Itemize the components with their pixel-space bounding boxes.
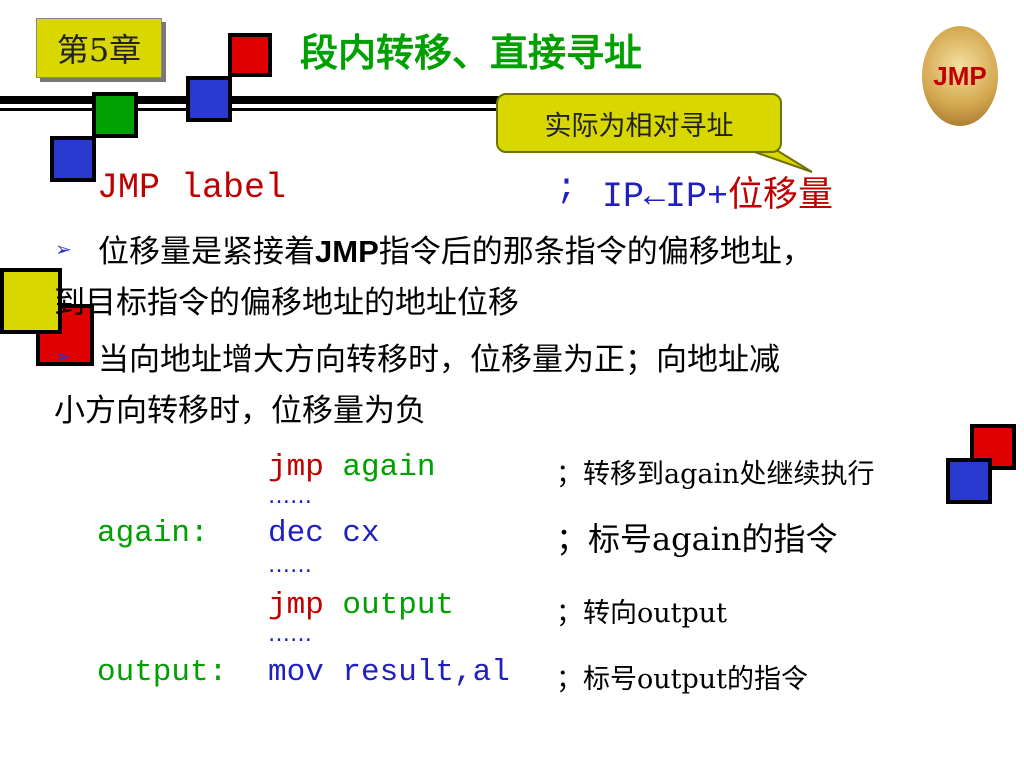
code-row-3: jmp output — [268, 588, 455, 623]
callout-bubble: 实际为相对寻址 — [496, 93, 782, 153]
chapter-label: 第5章 — [36, 18, 162, 78]
code-comment-3: ；转向output — [556, 598, 728, 629]
header-rule — [0, 96, 660, 104]
decor-square-green — [92, 92, 138, 138]
code-comment-1: ；转移到again处继续执行 — [556, 459, 875, 490]
decor-square-blue — [946, 458, 992, 504]
decor-square-blue — [50, 136, 96, 182]
code-comment-4: ；标号output的指令 — [556, 664, 809, 695]
code-ellipsis: …… — [268, 622, 312, 647]
slide-title: 段内转移、直接寻址 — [300, 31, 643, 75]
syntax-expression: IP←IP+位移量 — [602, 175, 834, 217]
bullet-2-line-1: 当向地址增大方向转移时，位移量为正；向地址减 — [98, 342, 780, 378]
code-label-output: output: — [97, 655, 228, 690]
bullet-2-line-2: 小方向转移时，位移量为负 — [54, 393, 426, 429]
code-row-1: jmp again — [268, 450, 436, 485]
bullet-1-line-1: 位移量是紧接着JMP指令后的那条指令的偏移地址， — [98, 234, 813, 270]
code-row-2: dec cx — [268, 516, 380, 551]
code-row-4: mov result,al — [268, 655, 510, 690]
decor-square-red — [970, 424, 1016, 470]
decor-square-red — [228, 33, 272, 77]
header-rule-thin — [0, 108, 660, 111]
syntax-semicolon: ; — [556, 168, 578, 208]
code-label-again: again: — [97, 516, 209, 551]
decor-square-blue — [186, 76, 232, 122]
bullet-1-line-2: 到目标指令的偏移地址的地址位移 — [54, 285, 519, 321]
syntax-instruction: JMP label — [97, 168, 287, 208]
code-comment-2: ；标号again的指令 — [556, 520, 838, 558]
code-ellipsis: …… — [268, 484, 312, 509]
jmp-badge: JMP — [922, 26, 998, 126]
bullet-arrow-icon: ➢ — [55, 344, 72, 368]
bullet-arrow-icon: ➢ — [55, 237, 72, 261]
decor-square-yellow — [0, 268, 62, 334]
code-ellipsis: …… — [268, 553, 312, 578]
